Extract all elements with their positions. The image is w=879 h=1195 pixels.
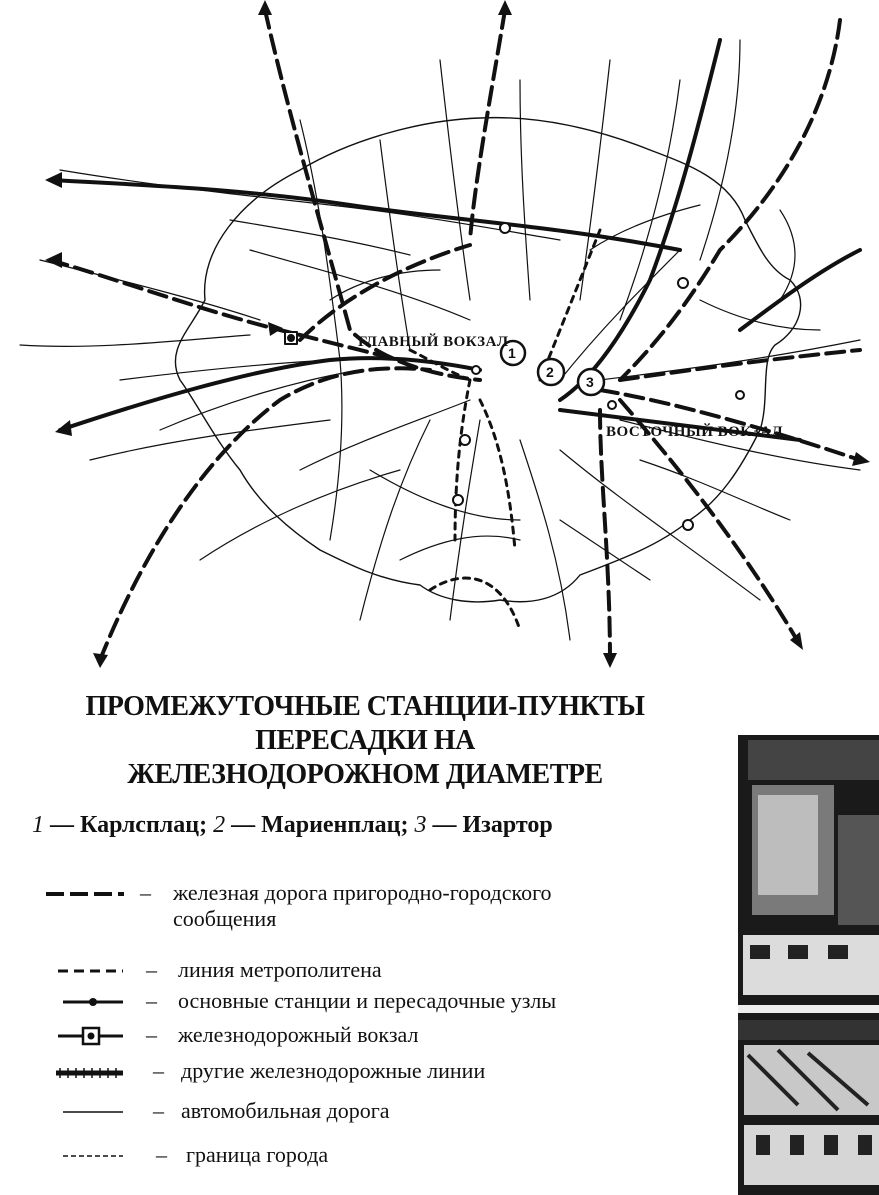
road-symbol — [63, 1111, 123, 1113]
station-dash: — — [231, 812, 256, 838]
direction-arrows — [45, 0, 870, 668]
legend-text: железнодорожный вокзал — [178, 1022, 419, 1047]
legend-dash: – — [156, 1142, 167, 1167]
other-rail-symbol — [56, 1068, 123, 1078]
station-name: Карлсплац — [80, 812, 200, 838]
station-dash: — — [432, 812, 457, 838]
station-name: Изартор — [462, 812, 553, 838]
legend-text-cont: сообщения — [173, 906, 277, 931]
metro-line-symbol — [58, 969, 123, 973]
svg-text:3: 3 — [586, 374, 594, 390]
legend-dash: – — [146, 988, 157, 1013]
legend-text: граница города — [186, 1142, 329, 1167]
station-list: 1 — Карлсплац; 2 — Мариенплац; 3 — Изарт… — [32, 812, 553, 839]
other-rail-lines — [48, 38, 862, 442]
boundary-symbol — [63, 1155, 123, 1157]
station-name: Мариенплац — [261, 812, 401, 838]
legend-dash: – — [146, 957, 157, 982]
station-number: 2 — [213, 812, 226, 838]
title-line-1: ПРОМЕЖУТОЧНЫЕ СТАНЦИИ-ПУНКТЫ — [85, 691, 645, 722]
legend-dash: – — [153, 1058, 164, 1083]
interchange-1: 1 — [499, 339, 527, 367]
station-separator: ; — [199, 812, 208, 838]
station-separator: ; — [400, 812, 409, 838]
legend-text: автомобильная дорога — [181, 1098, 390, 1123]
legend-text: линия метрополитена — [178, 957, 382, 982]
station-number: 1 — [32, 812, 44, 838]
east-station-label: ВОСТОЧНЫЙ ВОКЗАЛ — [606, 423, 783, 440]
legend-dash: – — [153, 1098, 164, 1123]
photo-fragment — [738, 735, 879, 1195]
legend-text: железная дорога пригородно-городского — [173, 880, 552, 905]
legend-dash: – — [140, 880, 151, 905]
station-number: 3 — [414, 812, 427, 838]
railway-station-symbol — [284, 331, 298, 345]
interchange-2: 2 — [536, 357, 566, 387]
interchange-3: 3 — [576, 367, 606, 397]
suburban-rail-lines — [48, 8, 862, 662]
legend-text: основные станции и пересадочные узлы — [178, 988, 557, 1013]
road-network — [19, 39, 861, 641]
city-boundary-line — [174, 116, 802, 603]
svg-text:1: 1 — [508, 345, 516, 361]
photo-image — [738, 735, 879, 1195]
legend-text: другие железнодорожные линии — [181, 1058, 486, 1083]
suburban-rail-symbol — [46, 892, 124, 896]
metro-lines — [408, 228, 602, 632]
svg-text:2: 2 — [546, 364, 554, 380]
station-dash: — — [50, 812, 74, 838]
legend-dash: – — [146, 1022, 157, 1047]
railway-station-symbol-legend — [58, 1026, 123, 1046]
station-node-symbol — [63, 998, 123, 1006]
main-station-label: ГЛАВНЫЙ ВОКЗАЛ — [358, 333, 509, 350]
page-title: ПРОМЕЖУТОЧНЫЕ СТАНЦИИ-ПУНКТЫ ПЕРЕСАДКИ Н… — [30, 690, 700, 792]
station-nodes — [452, 222, 745, 531]
title-line-2: ПЕРЕСАДКИ НА — [255, 725, 475, 756]
title-line-3: ЖЕЛЕЗНОДОРОЖНОМ ДИАМЕТРЕ — [127, 759, 603, 790]
city-transit-map: 1 2 3 ГЛАВНЫЙ ВОКЗАЛ ВОСТОЧНЫЙ ВОКЗАЛ — [19, 0, 870, 668]
